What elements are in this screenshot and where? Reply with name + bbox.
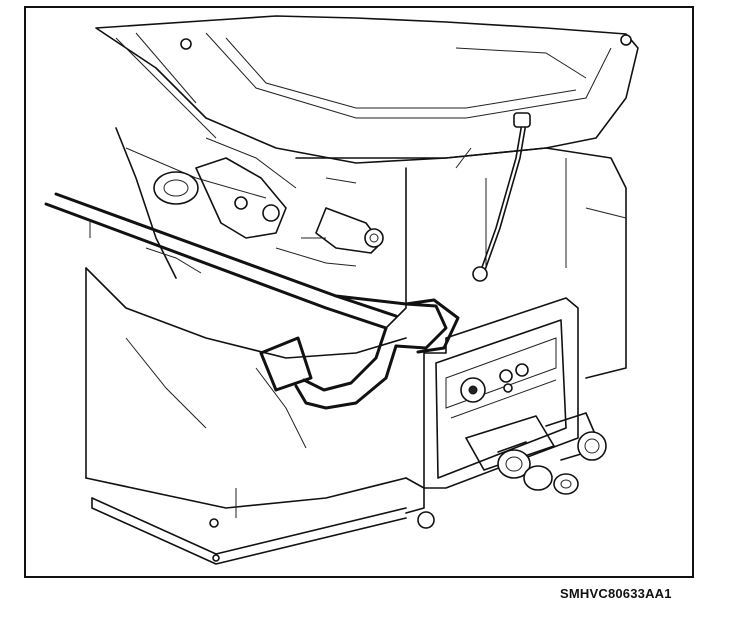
heater-case-body bbox=[85, 127, 627, 528]
illustration-frame bbox=[24, 6, 694, 578]
actuator-assembly bbox=[153, 137, 384, 267]
heater-core-panel bbox=[405, 297, 579, 529]
heater-core-pipes bbox=[465, 412, 607, 495]
lower-flap bbox=[91, 497, 407, 565]
heater-hose-tool bbox=[44, 192, 460, 410]
detail-strokes bbox=[125, 147, 627, 449]
figure-caption: SMHVC80633AA1 bbox=[560, 586, 672, 601]
upper-housing bbox=[95, 15, 639, 164]
heater-core-hose-diagram bbox=[44, 15, 639, 565]
vacuum-line bbox=[472, 112, 531, 282]
